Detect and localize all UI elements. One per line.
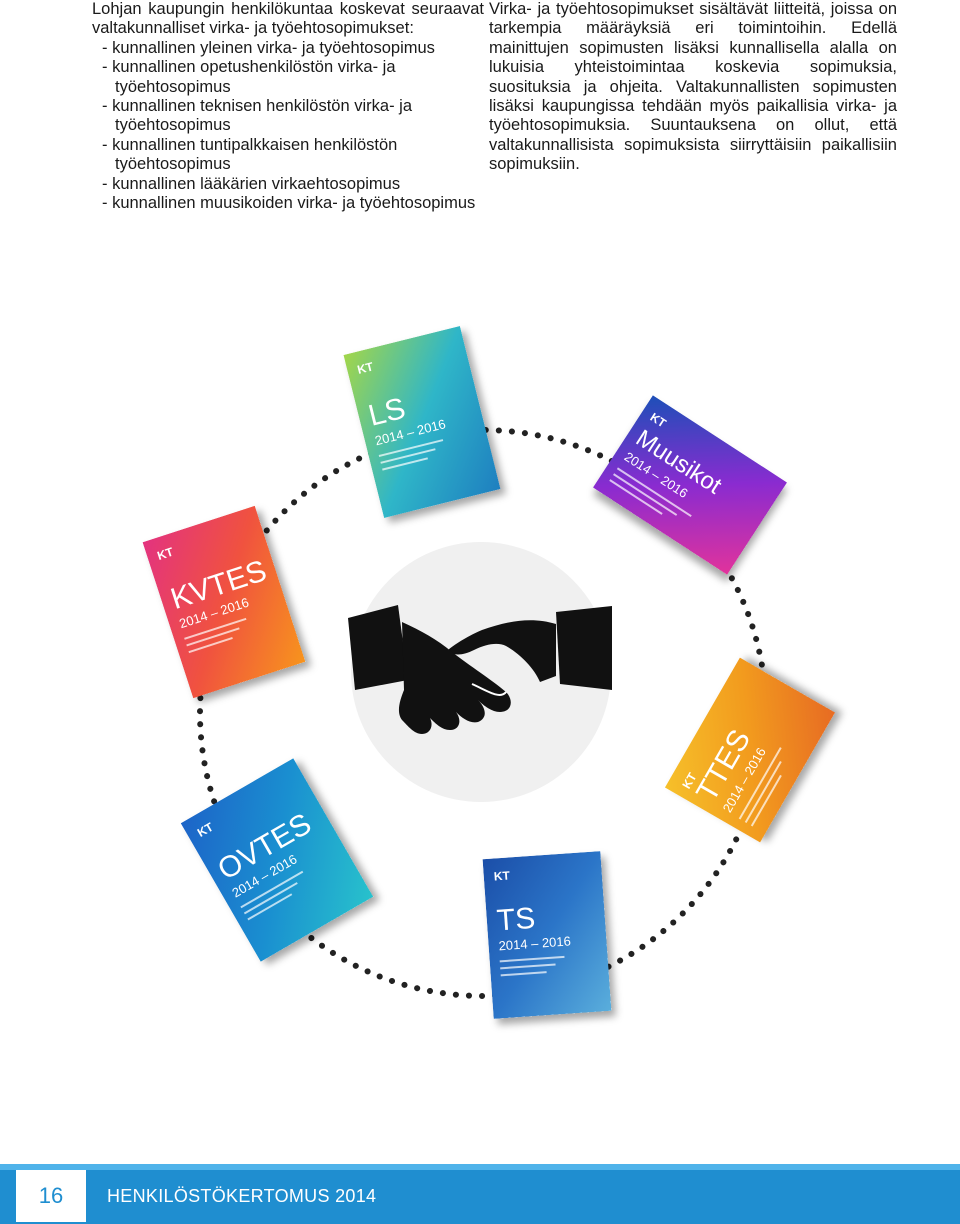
handshake-circle xyxy=(351,542,611,802)
booklet-subtitle-line xyxy=(382,457,428,471)
booklet-publisher: KT xyxy=(648,410,670,431)
list-item: - kunnallinen tuntipalkkaisen henkilöstö… xyxy=(102,135,398,174)
booklet-title: TS xyxy=(496,902,537,938)
page-number-box xyxy=(16,1170,86,1222)
booklet-subtitle-line xyxy=(499,955,565,963)
booklet-subtitle-line xyxy=(500,963,556,970)
booklet-subtitle-line xyxy=(240,870,304,909)
booklet-publisher: KT xyxy=(356,359,376,377)
list-item: - kunnallinen yleinen virka- ja työehtos… xyxy=(102,38,435,57)
list-item: - kunnallinen lääkärien virkaehtosopimus xyxy=(102,174,401,193)
list-item: - kunnallinen opetushenkilöstön virka- j… xyxy=(102,58,396,96)
intro-paragraph: Lohjan kaupungin henkilökuntaa koskevat … xyxy=(92,0,484,38)
list-item: - kunnallinen muusikoiden virka- ja työe… xyxy=(102,194,476,213)
booklet-subtitle-line xyxy=(380,448,436,464)
page-number: 16 xyxy=(38,1183,64,1208)
footer-bar: 16 HENKILÖSTÖKERTOMUS 2014 xyxy=(0,1164,960,1224)
footer-band xyxy=(0,1164,960,1170)
right-column: Virka- ja työehtosopimukset sisältävät l… xyxy=(489,0,897,175)
booklet-publisher: KT xyxy=(155,544,175,562)
booklet-subtitle-line xyxy=(750,774,782,827)
booklet-subtitle-line xyxy=(738,747,782,820)
list-item: - kunnallinen teknisen henkilöstön virka… xyxy=(102,97,413,135)
booklet-subtitle-line xyxy=(616,467,692,518)
booklet-subtitle-line xyxy=(500,971,547,977)
booklet-subtitle-line xyxy=(184,617,247,640)
booklet-subtitle-line xyxy=(613,473,678,516)
booklet-subtitle-line xyxy=(247,893,293,921)
booklet-subtitle-line xyxy=(609,479,663,515)
agreement-list: - kunnallinen yleinen virka- ja työehtos… xyxy=(92,39,484,214)
left-column: Lohjan kaupungin henkilökuntaa koskevat … xyxy=(92,0,484,213)
booklet-subtitle-line xyxy=(744,760,782,824)
booklet-subtitle-line xyxy=(188,636,233,654)
booklet-subtitle-line xyxy=(186,627,240,647)
booklet-subtitle-line xyxy=(378,439,444,457)
handshake-icon xyxy=(348,605,612,734)
booklet-publisher: KT xyxy=(493,868,511,883)
booklet-subtitle-line xyxy=(243,882,298,915)
body-paragraph: Virka- ja työehtosopimukset sisältävät l… xyxy=(489,0,897,174)
footer-title: HENKILÖSTÖKERTOMUS 2014 xyxy=(107,1186,377,1206)
booklet-years: 2014 – 2016 xyxy=(498,933,571,953)
